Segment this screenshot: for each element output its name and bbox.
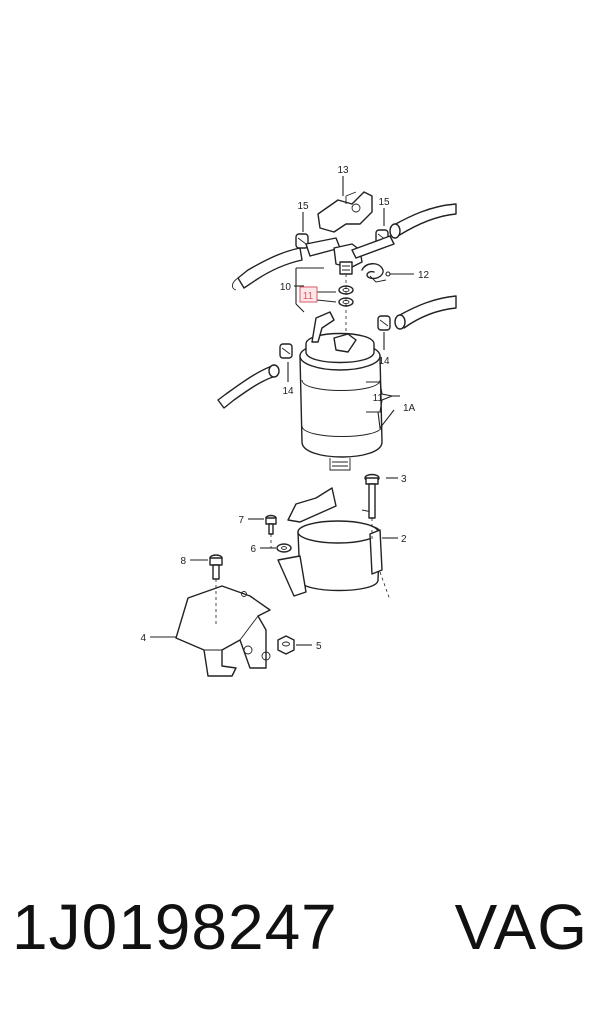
leader-lines bbox=[150, 176, 414, 646]
support-bracket-4 bbox=[175, 585, 271, 677]
caption: 1J0198247 VAG bbox=[12, 890, 588, 964]
nut-5 bbox=[277, 635, 295, 655]
washer-6 bbox=[276, 543, 292, 553]
callout-10: 10 bbox=[280, 282, 292, 293]
highlight-box bbox=[299, 286, 318, 303]
brand-name: VAG bbox=[454, 891, 588, 963]
hose-left-upper bbox=[231, 247, 303, 291]
bolt-7 bbox=[265, 514, 277, 535]
callout-11-highlighted: 11 bbox=[303, 291, 314, 302]
callout-12: 12 bbox=[418, 270, 430, 281]
hose-clamp-15-left bbox=[295, 233, 309, 249]
part-number: 1J0198247 bbox=[12, 891, 338, 963]
callout-14-left: 14 bbox=[282, 386, 294, 397]
fuel-filter-1A bbox=[299, 311, 383, 471]
callout-15-right: 15 bbox=[378, 197, 390, 208]
callout-2: 2 bbox=[401, 534, 407, 545]
callout-3: 3 bbox=[401, 474, 407, 485]
exploded-parts-diagram: 13 15 15 10 11 12 14 14 11 1A 3 7 2 6 8 … bbox=[140, 165, 457, 677]
hose-right-middle bbox=[394, 295, 457, 330]
control-valve bbox=[305, 235, 395, 275]
callout-11: 11 bbox=[373, 393, 384, 404]
callout-15-left: 15 bbox=[297, 201, 309, 212]
callout-5: 5 bbox=[316, 641, 322, 652]
bracket-13 bbox=[317, 191, 373, 233]
filter-holder-2 bbox=[277, 487, 383, 597]
hose-clamp-14-right bbox=[377, 315, 391, 331]
callout-7: 7 bbox=[238, 515, 244, 526]
callout-13: 13 bbox=[337, 165, 349, 176]
callout-4: 4 bbox=[140, 633, 146, 644]
callout-1A: 1A bbox=[403, 403, 416, 414]
callout-14-right: 14 bbox=[378, 356, 390, 367]
bolt-8 bbox=[209, 554, 223, 580]
callout-8: 8 bbox=[180, 556, 186, 567]
callout-6: 6 bbox=[250, 544, 256, 555]
hose-right-upper bbox=[389, 203, 457, 239]
hose-left-lower bbox=[217, 364, 280, 409]
hose-clamp-14-left bbox=[279, 343, 293, 359]
retaining-clip-12 bbox=[361, 263, 387, 283]
